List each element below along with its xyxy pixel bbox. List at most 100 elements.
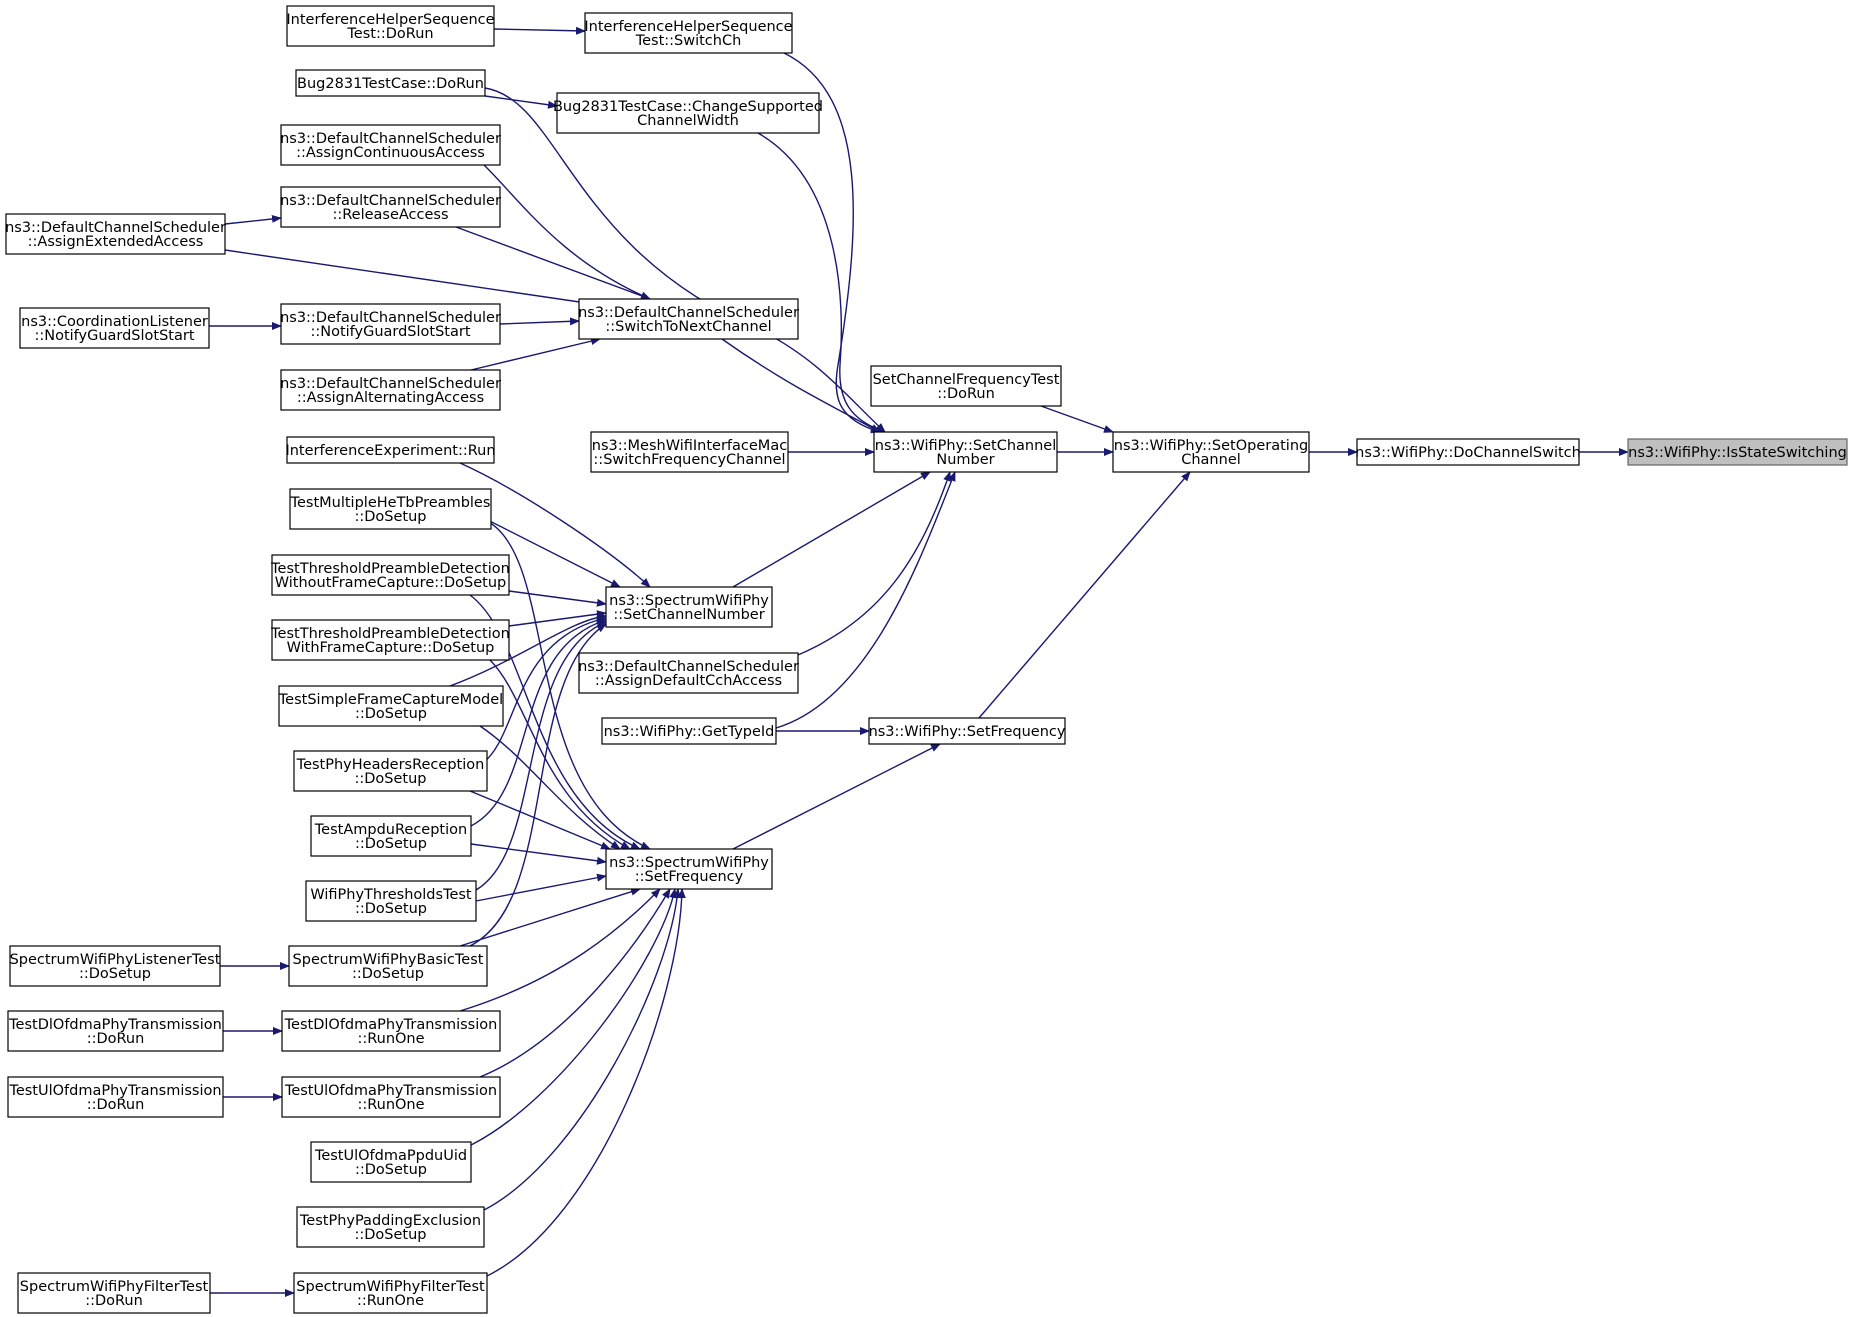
node-test-ul-ofdma-runone[interactable]: TestUlOfdmaPhyTransmission::RunOne [281,1076,501,1118]
node-box [7,1076,224,1118]
call-edge-interference_helper_sequence_dorun-to-interference_helper_sequence_switchch [493,26,586,35]
node-label-line: TestThresholdPreambleDetection [270,561,510,577]
node-box [288,945,488,987]
node-label-line: TestDlOfdmaPhyTransmission [284,1017,498,1033]
node-box [280,186,501,228]
node-box [286,436,495,464]
node-label-line: ns3::DefaultChannelScheduler [280,131,501,147]
node-test-multiple-hetb-preambles[interactable]: TestMultipleHeTbPreambles::DoSetup [289,488,492,530]
node-mesh-switch-frequency-channel[interactable]: ns3::MeshWifiInterfaceMac::SwitchFrequen… [590,431,789,473]
node-box [870,365,1062,407]
node-label-line: ::SetChannelNumber [613,607,764,623]
node-label-line: ns3::WifiPhy::IsStateSwitching [1628,445,1847,461]
call-edge-test_ampdu_reception-to-spectrum_set_frequency [470,843,607,865]
call-edge-set_channel_frequency_test_dorun-to-set_operating_channel [1040,405,1114,433]
node-label-line: Bug2831TestCase::ChangeSupported [553,99,823,115]
node-label-line: WifiPhyThresholdsTest [310,887,472,903]
call-edge-test_phy_padding_exclusion-to-spectrum_set_frequency [483,888,682,1211]
call-edge-test_threshold_without_fc-to-spectrum_set_frequency [469,594,641,850]
node-label-line: ::DoSetup [354,509,426,525]
node-notify-guard-slot-start[interactable]: ns3::DefaultChannelScheduler::NotifyGuar… [280,303,501,345]
call-edge-test_ampdu_reception-to-spectrum_set_channel_number [470,618,607,827]
node-spectrum-set-channel-number[interactable]: ns3::SpectrumWifiPhy::SetChannelNumber [605,586,773,628]
node-assign-continuous-access[interactable]: ns3::DefaultChannelScheduler::AssignCont… [280,124,501,166]
node-test-ul-ofdma-dorun[interactable]: TestUlOfdmaPhyTransmission::DoRun [7,1076,224,1118]
node-spectrum-filter-test-dorun[interactable]: SpectrumWifiPhyFilterTest::DoRun [17,1272,211,1314]
node-label-line: Number [936,452,994,468]
call-edge-spectrum_filter_test_runone-to-spectrum_set_frequency [486,888,686,1277]
node-label-line: ::AssignContinuousAccess [296,145,485,161]
node-assign-alternating-access[interactable]: ns3::DefaultChannelScheduler::AssignAlte… [280,369,501,411]
node-label-line: ns3::WifiPhy::GetTypeId [604,724,775,740]
node-box [556,92,820,134]
call-edge-assign_extended_access-to-switch_to_next_channel [224,249,601,308]
node-label-line: ::SwitchFrequencyChannel [593,452,785,468]
node-wifiphy-get-type-id[interactable]: ns3::WifiPhy::GetTypeId [601,717,777,745]
call-edge-test_phy_headers_reception-to-spectrum_set_frequency [469,790,611,850]
node-test-phy-headers-reception[interactable]: TestPhyHeadersReception::DoSetup [293,750,488,792]
node-test-phy-padding-exclusion[interactable]: TestPhyPaddingExclusion::DoSetup [296,1206,485,1248]
call-edge-test_simple_frame_capture-to-spectrum_set_channel_number [449,613,607,687]
node-label-line: ::AssignDefaultCchAccess [595,673,782,689]
node-label-line: ::NotifyGuardSlotStart [34,328,194,344]
node-box [17,1272,211,1314]
node-bug2831-dorun[interactable]: Bug2831TestCase::DoRun [295,69,486,97]
node-set-channel-frequency-test-dorun[interactable]: SetChannelFrequencyTest::DoRun [870,365,1062,407]
call-edge-test_simple_frame_capture-to-spectrum_set_frequency [479,725,621,850]
node-wifiphy-set-frequency[interactable]: ns3::WifiPhy::SetFrequency [868,717,1066,745]
node-test-simple-frame-capture[interactable]: TestSimpleFrameCaptureModel::DoSetup [278,685,504,727]
node-bug2831-change-supported[interactable]: Bug2831TestCase::ChangeSupportedChannelW… [553,92,823,134]
node-box [286,5,495,47]
node-label-line: InterferenceHelperSequence [286,12,494,28]
node-interference-experiment-run[interactable]: InterferenceExperiment::Run [285,436,496,464]
node-test-ul-ofdma-ppdu-uid[interactable]: TestUlOfdmaPpduUid::DoSetup [310,1141,472,1183]
node-box [281,1010,501,1052]
node-label-line: TestUlOfdmaPhyTransmission [284,1083,497,1099]
node-box [293,750,488,792]
call-edge-spectrum_basic_test-to-spectrum_set_channel_number [469,623,607,947]
node-label-line: ns3::DefaultChannelScheduler [5,220,226,236]
node-label-line: ::ReleaseAccess [332,207,448,223]
node-box [590,431,789,473]
node-box [289,488,492,530]
node-label-line: ::AssignExtendedAccess [28,234,204,250]
node-box [7,1010,224,1052]
node-label-line: Test::DoRun [346,26,433,42]
node-label-line: Test::SwitchCh [635,33,742,49]
node-spectrum-basic-test[interactable]: SpectrumWifiPhyBasicTest::DoSetup [288,945,488,987]
node-spectrum-set-frequency[interactable]: ns3::SpectrumWifiPhy::SetFrequency [605,848,773,890]
node-label-line: ns3::DefaultChannelScheduler [578,659,799,675]
node-assign-default-cch-access[interactable]: ns3::DefaultChannelScheduler::AssignDefa… [578,652,799,694]
node-test-dl-ofdma-runone[interactable]: TestDlOfdmaPhyTransmission::RunOne [281,1010,501,1052]
node-label-line: InterferenceHelperSequence [584,19,792,35]
call-edge-test_threshold_with_fc-to-spectrum_set_frequency [489,659,631,850]
call-edge-interference_experiment_run-to-spectrum_set_channel_number [459,462,651,588]
node-test-threshold-with-fc[interactable]: TestThresholdPreambleDetectionWithFrameC… [270,619,510,661]
node-test-dl-ofdma-dorun[interactable]: TestDlOfdmaPhyTransmission::DoRun [7,1010,224,1052]
node-assign-extended-access[interactable]: ns3::DefaultChannelScheduler::AssignExte… [5,213,226,255]
node-spectrum-listener-test[interactable]: SpectrumWifiPhyListenerTest::DoSetup [9,945,221,987]
node-label-line: ::RunOne [357,1293,424,1309]
node-do-channel-switch[interactable]: ns3::WifiPhy::DoChannelSwitch [1355,438,1581,466]
node-test-ampdu-reception[interactable]: TestAmpduReception::DoSetup [310,815,472,857]
node-spectrum-filter-test-runone[interactable]: SpectrumWifiPhyFilterTest::RunOne [293,1272,488,1314]
node-box [305,880,477,922]
node-wifi-phy-thresholds-test[interactable]: WifiPhyThresholdsTest::DoSetup [305,880,477,922]
node-label-line: ns3::DefaultChannelScheduler [280,376,501,392]
node-coordination-listener-notify[interactable]: ns3::CoordinationListener::NotifyGuardSl… [19,307,210,349]
node-test-threshold-without-fc[interactable]: TestThresholdPreambleDetectionWithoutFra… [270,554,510,596]
call-edge-test_threshold_with_fc-to-spectrum_set_channel_number [508,610,607,627]
node-box [310,1141,472,1183]
node-wifiphy-set-channel-number[interactable]: ns3::WifiPhy::SetChannelNumber [873,431,1058,473]
node-label-line: ns3::DefaultChannelScheduler [280,193,501,209]
node-switch-to-next-channel[interactable]: ns3::DefaultChannelScheduler::SwitchToNe… [578,298,799,340]
node-label-line: WithoutFrameCapture::DoSetup [275,575,507,591]
node-label-line: TestPhyPaddingExclusion [299,1213,481,1229]
node-release-access[interactable]: ns3::DefaultChannelScheduler::ReleaseAcc… [280,186,501,228]
node-is-state-switching[interactable]: ns3::WifiPhy::IsStateSwitching [1627,438,1848,466]
node-box [293,1272,488,1314]
node-label-line: SpectrumWifiPhyListenerTest [10,952,221,968]
